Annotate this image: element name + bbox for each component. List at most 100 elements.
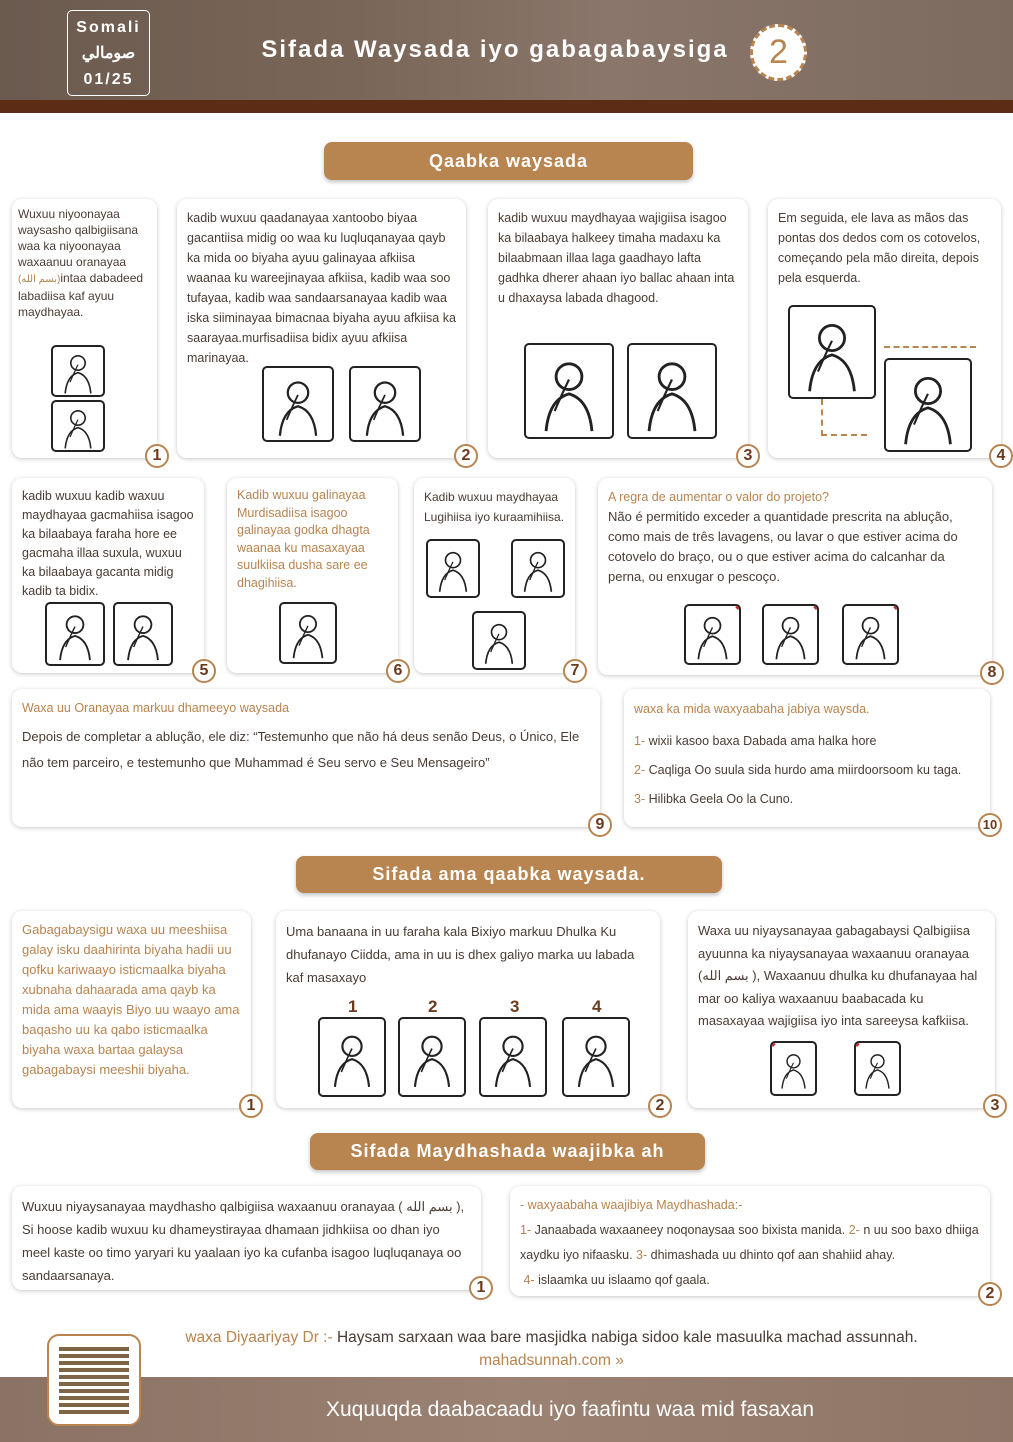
card-text: Wuxuu niyoonayaa waysasho qalbigiisana w… <box>18 207 139 269</box>
card-text: Em seguida, ele lava as mãos das pontas … <box>778 211 981 285</box>
illustration-washing-other-arm <box>884 358 972 452</box>
step-label: 3 <box>510 997 520 1016</box>
illustration-fingers-interlaced: ✖ <box>854 1041 901 1096</box>
illustration-fingers-spread: ✖ <box>770 1041 817 1096</box>
step-card-2: kadib wuxuu qaadanayaa xantoobo biyaa ga… <box>177 199 478 468</box>
illustration-rinsing-nose <box>349 366 421 442</box>
figure-drawing <box>647 362 697 432</box>
page-title: Sifada Waysada iyo gabagabaysiga <box>261 36 729 63</box>
list: 1- Janaabada waxaaneey noqonaysaa soo bi… <box>520 1218 980 1293</box>
illustration-washing-face-front <box>627 343 717 439</box>
illustration-wiping-head-back <box>113 602 173 666</box>
rule-card-8: A regra de aumentar o valor do projeto? … <box>598 478 1004 685</box>
card-title: waxa ka mida waxyaabaha jabiya waysda. <box>634 702 870 716</box>
figure-drawing <box>808 324 856 392</box>
card-text: Não é permitido exceder a quantidade pre… <box>608 509 958 584</box>
section-title-tayammum: Sifada ama qaabka waysada. <box>296 856 722 893</box>
card-text: , Si hoose kadib wuxuu ku dhameystirayaa… <box>22 1199 465 1283</box>
bismillah: (بسم الله ) <box>698 968 757 983</box>
figure-drawing <box>64 410 92 449</box>
figure-drawing <box>865 1054 890 1089</box>
figure-drawing <box>333 1035 371 1087</box>
step-card-1: Wuxuu niyoonayaa waysasho qalbigiisana w… <box>12 199 169 468</box>
illustration-washing-toes <box>472 611 526 670</box>
ghusl-card-2: - waxyaabaha waajibiya Maydhashada:- 1- … <box>510 1186 1002 1306</box>
forbidden-x-icon: ✖ <box>734 606 739 613</box>
step-label: 1 <box>348 997 358 1016</box>
qr-code[interactable] <box>47 1334 141 1426</box>
card-text: , Waxaanuu dhulka ku dhufanayaa hal mar … <box>698 968 978 1028</box>
figure-drawing <box>64 355 92 394</box>
illustration-excess-neck: ✖ <box>762 604 819 665</box>
header-bar <box>0 100 1013 113</box>
figure-drawing <box>127 615 159 661</box>
arrow-right-dashed <box>821 399 867 436</box>
step-number: 6 <box>386 659 410 683</box>
step-number: 8 <box>980 661 1004 685</box>
step-label: 4 <box>592 997 602 1016</box>
figure-drawing <box>365 381 405 436</box>
credit-text: Haysam sarxaan waa bare masjidka nabiga … <box>336 1329 918 1346</box>
illustration-washing-face-side <box>524 343 614 439</box>
illustration-palms <box>318 1017 386 1097</box>
list-text: dhimashada uu dhinto qof aan shahiid aha… <box>647 1248 896 1262</box>
bismillah: (بسم الله) <box>18 274 61 285</box>
figure-drawing <box>438 551 468 592</box>
step-number: 1 <box>469 1276 493 1300</box>
ghusl-card-1: Wuxuu niyaysanayaa maydhasho qalbigiisa … <box>12 1186 493 1300</box>
tayammum-card-2: Uma banaana in uu faraha kala Bixiyo mar… <box>276 911 672 1118</box>
illustration-tap-washing <box>51 400 105 452</box>
card-text: Uma banaana in uu faraha kala Bixiyo mar… <box>286 924 635 985</box>
list-number: 2- <box>634 763 646 777</box>
step-number: 2 <box>648 1094 672 1118</box>
forbidden-x-icon: ✖ <box>892 606 897 613</box>
list-item: 2- Caqliga Oo suula sida hurdo ama miird… <box>634 760 980 780</box>
section-title-ghusl: Sifada Maydhashada waajibka ah <box>310 1133 705 1170</box>
list-text: Caqliga Oo suula sida hurdo ama miirdoor… <box>648 763 962 777</box>
figure-drawing <box>484 623 514 664</box>
card-text: kadib wuxuu kadib waxuu maydhayaa gacmah… <box>22 489 194 598</box>
card-title: Waxa uu Oranayaa markuu dhameeyo waysada <box>22 701 290 715</box>
step-number: 4 <box>989 444 1013 468</box>
step-card-5: kadib wuxuu kadib waxuu maydhayaa gacmah… <box>12 478 216 683</box>
website-link[interactable]: mahadsunnah.com » <box>479 1352 624 1369</box>
illustration-excess-arm: ✖ <box>684 604 741 665</box>
card-text: kadib wuxuu qaadanayaa xantoobo biyaa ga… <box>187 211 456 365</box>
step-number: 1 <box>145 444 169 468</box>
card-title: A regra de aumentar o valor do projeto? <box>608 490 829 504</box>
card-title: - waxyaabaha waajibiya Maydhashada:- <box>520 1198 743 1212</box>
step-number: 3 <box>983 1094 1007 1118</box>
card-text: Waxa uu niyaysanayaa gabagabaysi Qalbigi… <box>698 923 970 961</box>
credits: waxa Diyaariyay Dr :- Haysam sarxaan waa… <box>150 1326 953 1372</box>
figure-drawing <box>697 616 728 660</box>
figure-drawing <box>292 615 324 659</box>
dua-card-9: Waxa uu Oranayaa markuu dhameeyo waysada… <box>12 689 612 837</box>
list-text: Janaabada waxaaneey noqonaysaa soo bixis… <box>531 1223 849 1237</box>
list-number: 1- <box>520 1223 532 1237</box>
figure-drawing <box>781 1054 806 1089</box>
forbidden-x-icon: ✖ <box>856 1043 861 1050</box>
figure-drawing <box>494 1035 532 1087</box>
tayammum-card-3: Waxa uu niyaysanayaa gabagabaysi Qalbigi… <box>688 911 1007 1118</box>
card-text: kadib wuxuu maydhayaa wajigiisa isagoo k… <box>498 211 735 305</box>
figure-drawing <box>904 377 952 445</box>
step-card-6: Kadib wuxuu galinayaa Murdisadiisa isago… <box>227 478 410 683</box>
step-number: 2 <box>454 444 478 468</box>
language-en: Somali <box>76 19 141 36</box>
figure-drawing <box>577 1035 615 1087</box>
list-number: 1- <box>634 734 646 748</box>
page-number: 01/25 <box>83 71 134 88</box>
illustration-washing-foot <box>426 539 480 598</box>
card-text: Gabagabaysigu waxa uu meeshiisa galay is… <box>22 922 240 1077</box>
list-item: 1- wixii kasoo baxa Dabada ama halka hor… <box>634 731 980 751</box>
arrow-left-dashed <box>884 346 976 348</box>
card-text: Kadib wuxuu maydhayaa Lugihiisa iyo kura… <box>424 490 565 524</box>
section-title-qaabka-waysada: Qaabka waysada <box>324 142 693 180</box>
list-text: wixii kasoo baxa Dabada ama halka hore <box>645 734 877 748</box>
card-text: intaa dabadeed labadiisa kaf ayuu maydha… <box>18 271 144 319</box>
list-number: 2- <box>848 1223 860 1237</box>
copyright-text: Xuquuqda daabacaadu iyo faafintu waa mid… <box>325 1398 815 1421</box>
forbidden-x-icon: ✖ <box>772 1043 777 1050</box>
step-number: 10 <box>978 813 1002 837</box>
illustration-wiping-ears <box>279 602 337 664</box>
